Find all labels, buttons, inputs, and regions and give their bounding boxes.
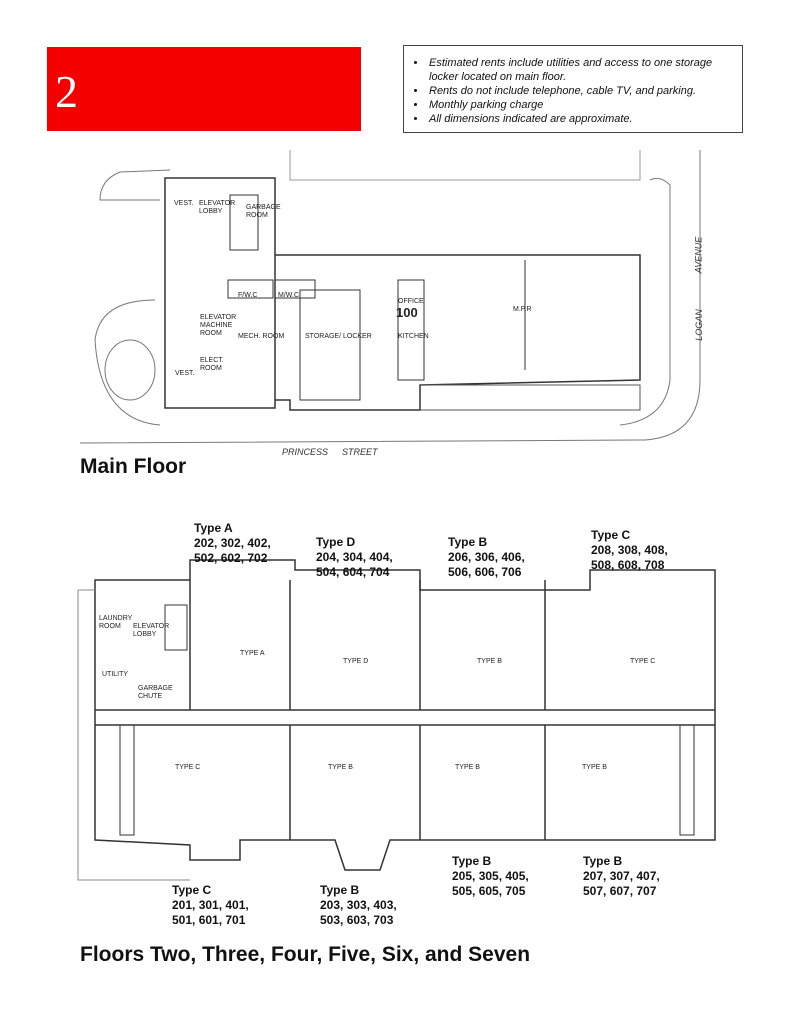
page-number: 2 <box>55 66 78 117</box>
notes-box: Estimated rents include utilities and ac… <box>403 45 743 133</box>
main-floor-title: Main Floor <box>80 455 187 478</box>
room-fwc: F/W.C <box>238 292 258 299</box>
note: Rents do not include telephone, cable TV… <box>427 84 734 98</box>
street-logan: LOGAN <box>693 309 704 341</box>
room-office: OFFICE <box>398 298 424 305</box>
room-kitchen: KITCHEN <box>398 333 429 340</box>
street-street: STREET <box>342 447 378 457</box>
room-elect: ELECT. ROOM <box>200 357 224 372</box>
room-laundry: LAUNDRY ROOM <box>99 615 133 630</box>
plan-label: TYPE C <box>175 764 201 771</box>
note: Monthly parking charge <box>427 98 734 112</box>
street-princess: PRINCESS <box>282 447 329 457</box>
plan-label: TYPE B <box>477 658 502 665</box>
room-utility: UTILITY <box>102 671 129 678</box>
room-mech: MECH. ROOM <box>238 333 285 340</box>
note: All dimensions indicated are approximate… <box>427 112 734 126</box>
room-vest-2: VEST. <box>175 370 195 377</box>
main-floor-plan <box>79 150 701 444</box>
plan-label: TYPE B <box>455 764 480 771</box>
room-elevator-lobby-upper: ELEVATOR LOBBY <box>133 623 170 638</box>
note: Estimated rents include utilities and ac… <box>427 56 734 84</box>
room-garbage-chute: GARBAGE CHUTE <box>138 685 173 700</box>
plan-label: TYPE D <box>343 658 369 665</box>
plan-label: TYPE B <box>582 764 607 771</box>
plan-label: TYPE B <box>328 764 353 771</box>
upper-floors-title: Floors Two, Three, Four, Five, Six, and … <box>80 943 531 966</box>
room-elevator-lobby: ELEVATOR LOBBY <box>199 200 236 215</box>
plan-label: TYPE C <box>630 658 656 665</box>
office-number: 100 <box>396 305 418 320</box>
upper-floor-plan <box>77 559 716 881</box>
plan-label: TYPE A <box>240 650 265 657</box>
room-mwc: M/W.C <box>278 292 299 299</box>
room-storage: STORAGE/ LOCKER <box>305 333 372 340</box>
room-mpr: M.P.R <box>513 306 532 313</box>
room-garbage: GARBAGE ROOM <box>246 204 281 219</box>
street-avenue: AVENUE <box>693 236 704 274</box>
page-number-badge: 2 <box>47 47 361 131</box>
room-vest: VEST. <box>174 200 194 207</box>
room-elevator-machine: ELEVATOR MACHINE ROOM <box>200 314 237 337</box>
